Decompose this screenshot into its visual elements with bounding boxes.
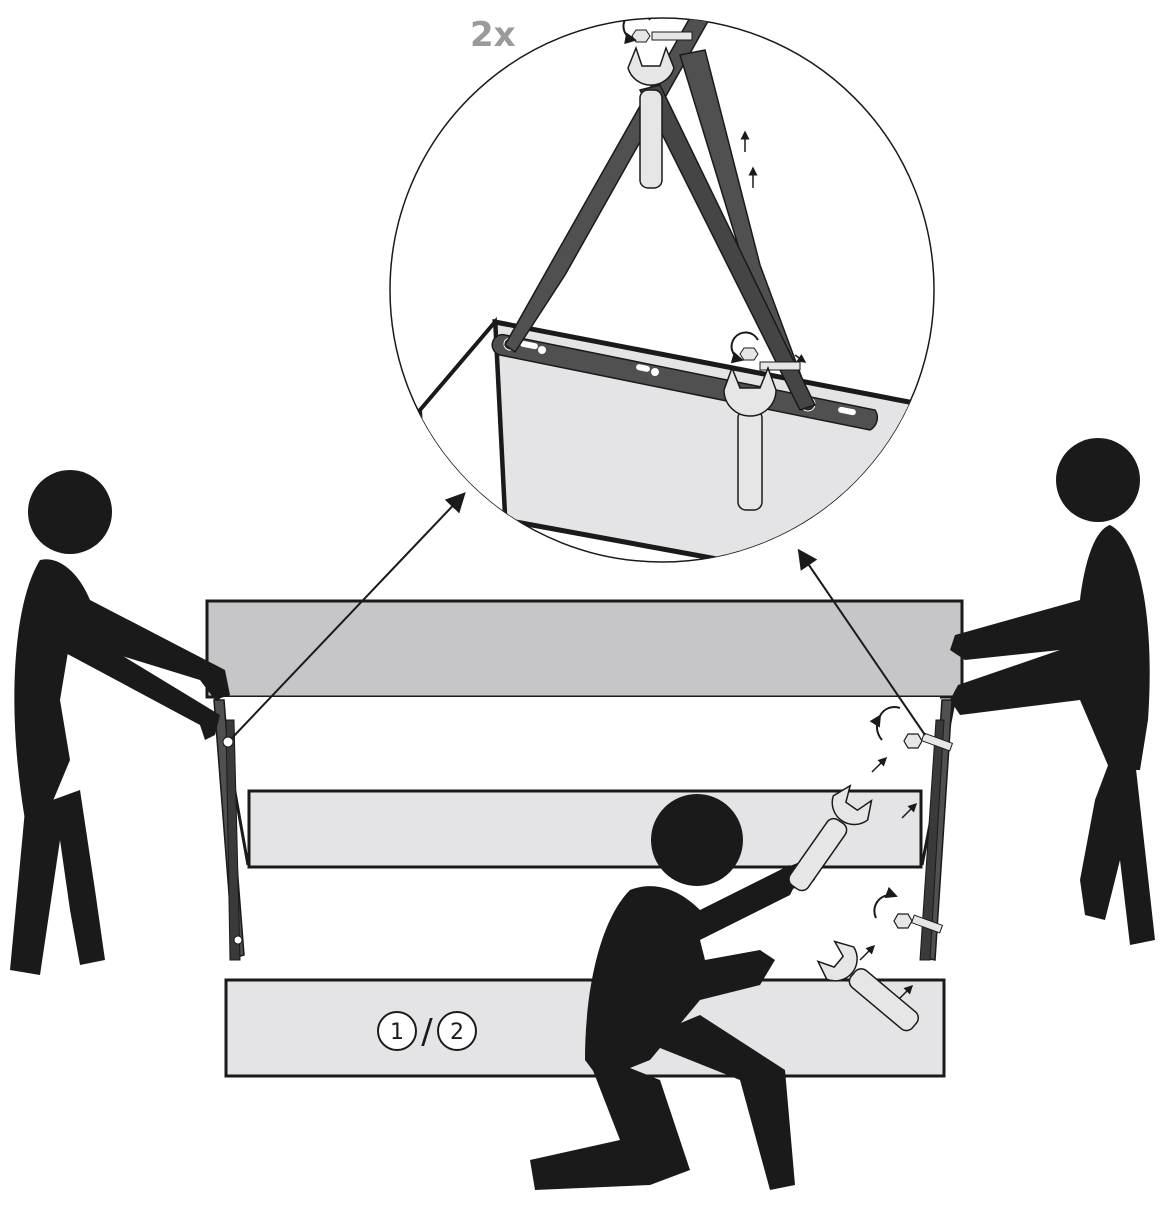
detail-upper-wrench-icon [627, 45, 675, 189]
detail-upper-bolt-icon [622, 18, 693, 45]
step-1-number: 1 [390, 1020, 404, 1045]
person-right-silhouette [950, 438, 1155, 945]
right-upper-bolt-icon [869, 705, 954, 819]
step-2-circle [437, 1011, 477, 1051]
person-kneeling-silhouette [530, 794, 815, 1190]
detail-hinge-bar [491, 333, 879, 431]
detail-lower-wrench-icon [723, 365, 777, 511]
wrench-icon [816, 940, 920, 1032]
cabinet [205, 599, 964, 1078]
right-strut [919, 699, 953, 961]
right-lower-bolt-icon [859, 886, 944, 1001]
detail-strut-right [638, 49, 817, 411]
step-separator: / [421, 1012, 433, 1052]
detail-lower-bolt-icon [730, 331, 807, 371]
callout-arrow-left [231, 492, 466, 739]
left-strut [213, 699, 245, 961]
multiplier-label: 2x [470, 15, 516, 55]
top-door-panel [205, 599, 964, 699]
step-2-number: 2 [450, 1020, 464, 1045]
person-left-silhouette [10, 470, 230, 975]
bottom-panel [224, 978, 946, 1078]
step-indicator: 1 / 2 [377, 1011, 477, 1052]
held-wrench-icon [788, 784, 873, 892]
detail-strut-left [504, 18, 722, 354]
callout-arrow-right [797, 548, 926, 736]
step-1-circle [377, 1011, 417, 1051]
detail-magnifier-circle [389, 17, 935, 563]
